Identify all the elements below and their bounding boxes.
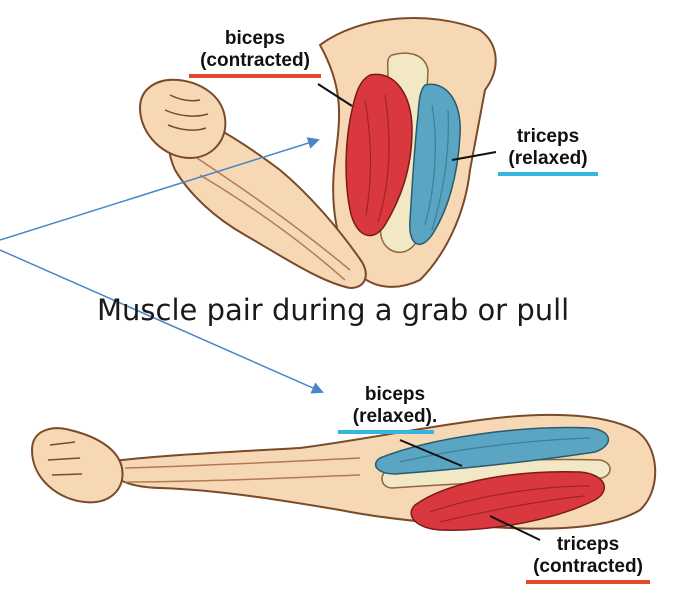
muscle-name: biceps [330, 384, 460, 406]
muscle-name: triceps [508, 534, 668, 556]
paren-close: ). [426, 406, 438, 427]
paren-close: ) [304, 50, 310, 71]
extended-biceps-label: biceps (relaxed). [330, 384, 460, 434]
flexed-triceps-label: triceps (relaxed) [488, 126, 608, 176]
flexed-fist [140, 80, 225, 158]
diagram-caption: Muscle pair during a grab or pull [97, 293, 677, 327]
paren-close: ) [581, 148, 587, 169]
relaxed-underline [338, 430, 434, 434]
contracted-underline [189, 74, 321, 78]
muscle-state: contracted [539, 556, 636, 578]
relaxed-underline [498, 172, 598, 176]
extended-fist [32, 428, 123, 502]
muscle-state: contracted [206, 50, 303, 72]
contracted-underline [526, 580, 650, 584]
extended-triceps-label: triceps (contracted) [508, 534, 668, 584]
flexed-biceps-label: biceps (contracted) [175, 28, 335, 78]
muscle-name: triceps [488, 126, 608, 148]
muscle-state: relaxed [515, 148, 582, 170]
muscle-name: biceps [175, 28, 335, 50]
muscle-state: relaxed [359, 406, 426, 428]
paren-close: ) [637, 556, 643, 577]
